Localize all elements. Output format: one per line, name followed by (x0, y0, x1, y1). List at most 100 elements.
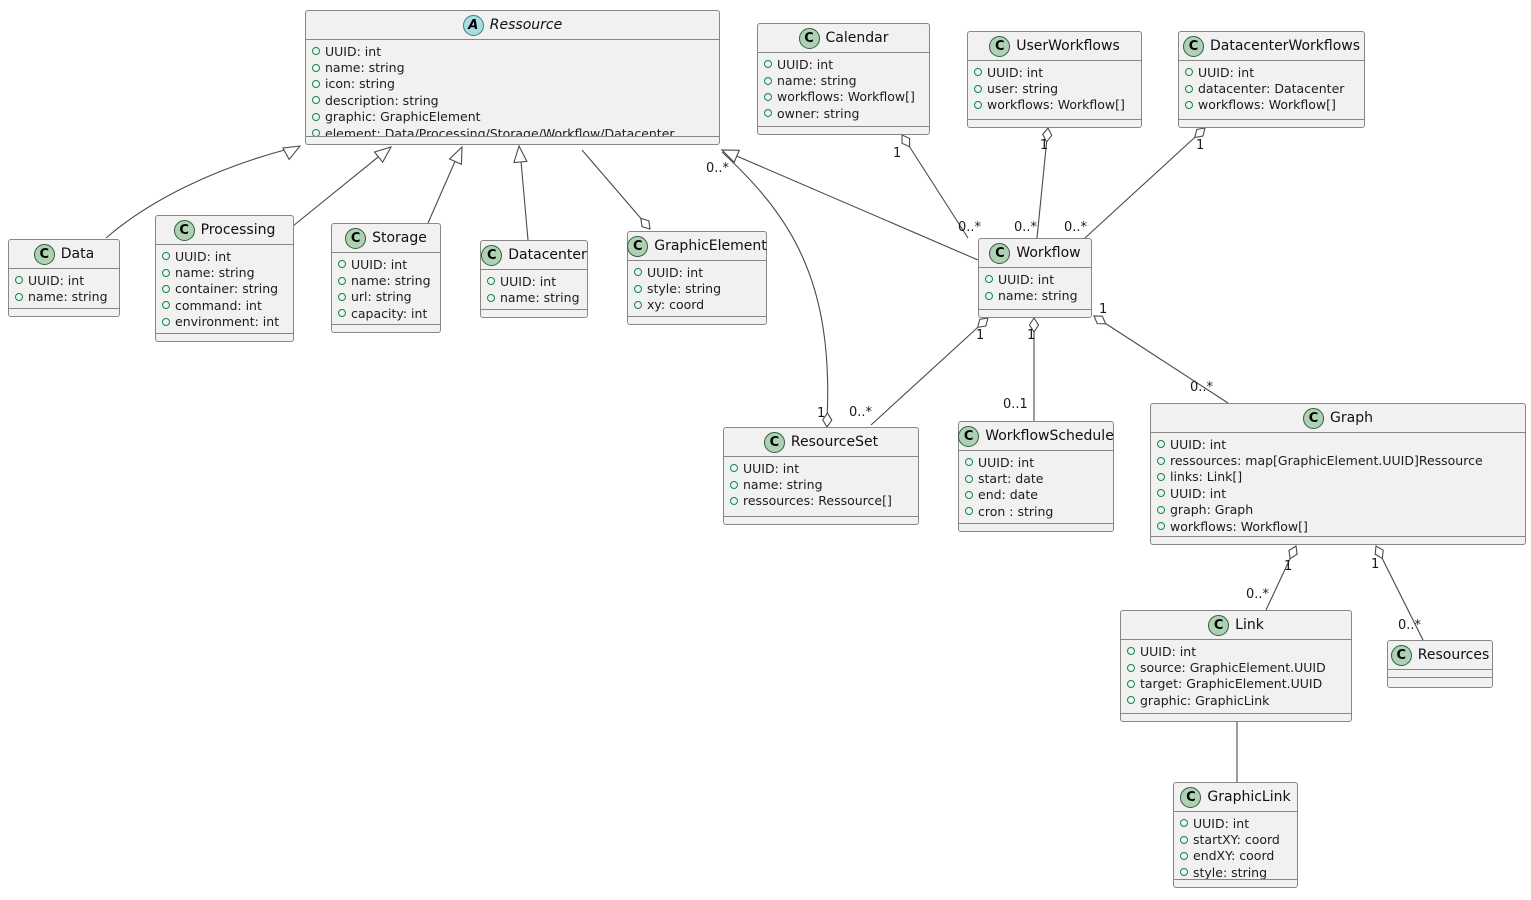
attribute-text: cron : string (978, 503, 1054, 519)
attribute-text: UUID: int (1198, 64, 1255, 80)
field-visibility-icon (15, 292, 23, 301)
methods-compartment (1151, 536, 1525, 544)
attribute-text: description: string (325, 92, 439, 108)
attribute-text: user: string (987, 81, 1059, 97)
class-icon: C (989, 242, 1011, 264)
field-visibility-icon (312, 47, 320, 56)
field-visibility-icon (634, 284, 642, 293)
class-icon: C (798, 27, 820, 49)
attribute-row: UUID: int (1157, 436, 1519, 452)
class-name: DatacenterWorkflows (1209, 38, 1361, 54)
field-visibility-icon (1127, 663, 1135, 672)
attribute-text: UUID: int (987, 64, 1044, 80)
field-visibility-icon (764, 76, 772, 85)
edge-Ressource-GraphicElement (581, 149, 651, 230)
attribute-row: graphic: GraphicLink (1127, 692, 1345, 708)
field-visibility-icon (312, 63, 320, 72)
class-icon: C (958, 425, 980, 447)
class-name: Calendar (825, 30, 889, 46)
attribute-text: style: string (647, 281, 722, 297)
attribute-row: UUID: int (15, 272, 113, 288)
field-visibility-icon (1180, 868, 1188, 877)
class-name: Graph (1330, 410, 1373, 426)
class-icon: C (173, 219, 195, 241)
edge-Workflow-Graph (1093, 315, 1229, 404)
attribute-text: xy: coord (647, 297, 705, 313)
methods-compartment (968, 119, 1141, 127)
attribute-text: links: Link[] (1170, 469, 1243, 485)
attribute-text: UUID: int (175, 248, 232, 264)
edge-ResourceSet-Ressource (721, 151, 829, 421)
attribute-row: start: date (965, 470, 1107, 486)
attribute-text: end: date (978, 487, 1038, 503)
aggregation-diamond-icon (901, 134, 911, 148)
attribute-row: workflows: Workflow[] (974, 97, 1135, 113)
attribute-text: capacity: int (351, 305, 428, 321)
attribute-row: UUID: int (730, 460, 912, 476)
methods-compartment (979, 309, 1091, 317)
attribute-text: name: string (28, 289, 108, 305)
class-name: Resources (1417, 647, 1490, 663)
field-visibility-icon (312, 129, 320, 136)
field-visibility-icon (487, 293, 495, 302)
field-visibility-icon (162, 301, 170, 310)
methods-compartment (9, 308, 119, 316)
field-visibility-icon (965, 507, 973, 516)
field-visibility-icon (965, 474, 973, 483)
attribute-row: UUID: int (634, 264, 760, 280)
attribute-row: endXY: coord (1180, 848, 1291, 864)
attribute-row: name: string (764, 72, 923, 88)
attribute-row: UUID: int (1157, 485, 1519, 501)
attribute-text: UUID: int (500, 273, 557, 289)
class-name: Link (1235, 617, 1264, 633)
edge-Data-Ressource (105, 147, 293, 239)
attribute-text: UUID: int (351, 256, 408, 272)
class-header: C Calendar (758, 24, 929, 53)
attribute-text: ressources: map[GraphicElement.UUID]Ress… (1170, 453, 1483, 469)
edge-Storage-Ressource (427, 149, 461, 224)
class-icon: C (1182, 35, 1204, 57)
attribute-text: name: string (743, 477, 823, 493)
attribute-text: UUID: int (647, 264, 704, 280)
attribute-row: xy: coord (634, 297, 760, 313)
attribute-row: workflows: Workflow[] (1157, 518, 1519, 534)
attribute-text: url: string (351, 289, 412, 305)
generalization-arrow-icon (448, 145, 463, 166)
aggregation-diamond-icon (640, 217, 651, 230)
field-visibility-icon (974, 100, 982, 109)
class-icon: C (627, 235, 649, 257)
field-visibility-icon (162, 268, 170, 277)
aggregation-diamond-icon (1374, 545, 1384, 560)
methods-compartment (959, 523, 1113, 531)
methods-compartment (156, 333, 293, 341)
field-visibility-icon (312, 79, 320, 88)
class-name: UserWorkflows (1016, 38, 1120, 54)
field-visibility-icon (764, 109, 772, 118)
attribute-text: element: Data/Processing/Storage/Workflo… (325, 125, 675, 136)
field-visibility-icon (1127, 679, 1135, 688)
multiplicity-label: 0..* (1064, 220, 1088, 235)
class-name: ResourceSet (790, 434, 879, 450)
attribute-row: name: string (730, 476, 912, 492)
attribute-row: environment: int (162, 314, 287, 330)
attributes-compartment (1388, 670, 1492, 677)
attribute-row: UUID: int (1127, 643, 1345, 659)
field-visibility-icon (1157, 472, 1165, 481)
abstract-class-icon: A (462, 14, 484, 36)
field-visibility-icon (1157, 440, 1165, 449)
field-visibility-icon (730, 464, 738, 473)
attribute-text: UUID: int (325, 43, 382, 59)
methods-compartment (481, 309, 587, 317)
attribute-row: datacenter: Datacenter (1185, 80, 1358, 96)
attribute-row: element: Data/Processing/Storage/Workflo… (312, 125, 713, 136)
